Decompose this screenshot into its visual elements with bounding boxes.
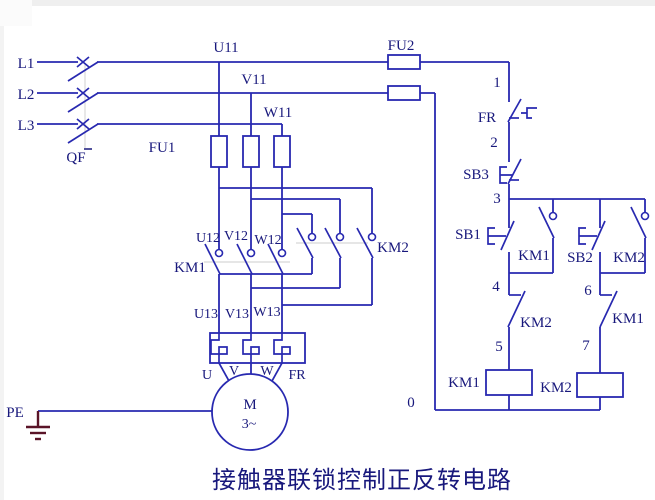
phase-cross-links bbox=[219, 187, 373, 233]
km2-selfhold-contact bbox=[600, 199, 650, 274]
node-1-label: 1 bbox=[493, 75, 501, 91]
node-7-label: 7 bbox=[582, 338, 590, 354]
control-fuse-label: FU2 bbox=[388, 38, 415, 54]
sb2-label: SB2 bbox=[567, 250, 593, 266]
control-left-rail bbox=[508, 62, 645, 200]
sb3-stop-button bbox=[499, 158, 522, 185]
motor-phase-label: 3~ bbox=[242, 417, 257, 432]
km1-selfhold-label: KM1 bbox=[518, 248, 550, 264]
thermal-relay-label: FR bbox=[288, 368, 306, 383]
km1-coil-label: KM1 bbox=[448, 375, 480, 391]
node-0-label: 0 bbox=[407, 395, 415, 411]
fu1-main-fuses bbox=[210, 62, 291, 250]
labels: L1 L2 L3 QF FU1 U11 V11 W11 FU2 U12 V12 … bbox=[6, 38, 645, 432]
node-5-label: 5 bbox=[495, 339, 503, 355]
main-fuse-label: FU1 bbox=[149, 140, 176, 156]
terminal-w-label: W bbox=[260, 364, 274, 379]
wire-v11-label: V11 bbox=[241, 72, 266, 88]
sb1-label: SB1 bbox=[455, 227, 481, 243]
breaker-label: QF bbox=[66, 150, 85, 166]
wire-w12-label: W12 bbox=[254, 233, 281, 248]
phase-l2-label: L2 bbox=[18, 87, 35, 103]
fr-contact-label: FR bbox=[478, 110, 496, 126]
node-2-label: 2 bbox=[490, 135, 498, 151]
km1-main-contacts bbox=[204, 243, 287, 333]
fr-nc-contact bbox=[507, 98, 537, 123]
wire-w11-label: W11 bbox=[264, 105, 293, 121]
node-6-label: 6 bbox=[584, 283, 592, 299]
km1-interlock-nc-contact bbox=[599, 273, 618, 373]
km2-selfhold-label: KM2 bbox=[613, 250, 645, 266]
wire-u12-label: U12 bbox=[196, 231, 220, 246]
wire-u13-label: U13 bbox=[194, 307, 218, 322]
km2-interlock-label: KM2 bbox=[520, 315, 552, 331]
earth-pe-label: PE bbox=[6, 405, 24, 421]
node-4-label: 4 bbox=[492, 279, 500, 295]
km1-coil bbox=[485, 369, 533, 410]
motor-symbol bbox=[211, 362, 289, 451]
fr-thermal-relay-heaters bbox=[209, 332, 306, 364]
power-bus-wires bbox=[97, 61, 600, 411]
km2-coil-label: KM2 bbox=[540, 380, 572, 396]
km1-main-label: KM1 bbox=[174, 260, 206, 276]
km2-interlock-nc-contact bbox=[507, 273, 526, 370]
motor-letter-label: M bbox=[243, 397, 256, 413]
km2-main-label: KM2 bbox=[377, 240, 409, 256]
wire-v12-label: V12 bbox=[224, 229, 248, 244]
km1-interlock-label: KM1 bbox=[612, 311, 644, 327]
terminal-u-label: U bbox=[202, 368, 212, 383]
qf-breaker-symbol bbox=[37, 56, 99, 150]
km1-selfhold-contact bbox=[509, 199, 558, 274]
sb3-label: SB3 bbox=[463, 167, 489, 183]
wire-w13-label: W13 bbox=[253, 305, 280, 320]
wire-u11-label: U11 bbox=[213, 40, 238, 56]
diagram-title: 接触器联锁控制正反转电路 bbox=[212, 467, 512, 494]
terminal-v-label: V bbox=[229, 364, 239, 379]
sb1-start-button bbox=[487, 199, 515, 273]
km2-main-contacts bbox=[219, 227, 377, 306]
phase-l1-label: L1 bbox=[18, 56, 35, 72]
fu2-control-fuses bbox=[387, 54, 421, 101]
km2-coil bbox=[576, 372, 624, 410]
pe-earth-symbol bbox=[26, 410, 212, 441]
wire-v13-label: V13 bbox=[225, 307, 249, 322]
node-3-label: 3 bbox=[493, 191, 501, 207]
mechanical-linkage-lines bbox=[84, 64, 368, 263]
phase-l3-label: L3 bbox=[18, 118, 35, 134]
sb2-start-button bbox=[578, 199, 606, 273]
